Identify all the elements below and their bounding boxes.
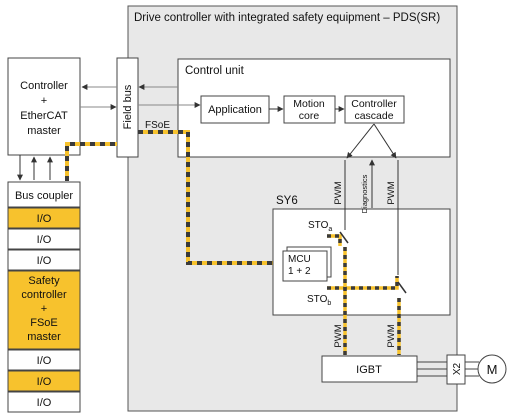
controller-line3: EtherCAT bbox=[20, 110, 68, 122]
controller-cascade-block bbox=[344, 95, 405, 124]
fieldbus-box bbox=[116, 57, 139, 158]
application-block bbox=[200, 95, 270, 124]
igbt-box bbox=[321, 355, 418, 383]
safety-line5: master bbox=[27, 331, 61, 343]
io-module-6-label: I/O bbox=[37, 397, 52, 409]
io-module-6 bbox=[7, 391, 81, 413]
controller-box bbox=[7, 57, 81, 156]
safety-line4: FSoE bbox=[30, 317, 58, 329]
motion-core-block bbox=[283, 95, 336, 124]
io-module-3-label: I/O bbox=[37, 255, 52, 267]
controller-line1: Controller bbox=[20, 80, 68, 92]
mcu-line2: 1 + 2 bbox=[288, 266, 311, 277]
motor-icon bbox=[477, 354, 507, 384]
fsoe-label: FSoE bbox=[145, 120, 170, 131]
controller-line2: + bbox=[41, 95, 47, 107]
io-module-2-label: I/O bbox=[37, 234, 52, 246]
mcu-line1: MCU bbox=[288, 254, 311, 265]
motor-wires bbox=[417, 361, 479, 377]
control-unit-title: Control unit bbox=[185, 65, 245, 77]
x2-connector bbox=[446, 354, 466, 385]
pwm-top-right: PWM bbox=[386, 181, 397, 204]
pwm-bottom-right: PWM bbox=[386, 324, 397, 347]
bus-coupler-label: Bus coupler bbox=[15, 190, 73, 202]
safety-line2: controller bbox=[21, 289, 67, 301]
io-module-1 bbox=[7, 207, 81, 229]
motor-label: M bbox=[487, 362, 498, 377]
cascade-to-pwm-right bbox=[373, 123, 397, 159]
igbt-label: IGBT bbox=[356, 364, 382, 376]
cascade-to-pwm-left bbox=[346, 123, 375, 159]
io-module-2 bbox=[7, 228, 81, 250]
sy6-title: SY6 bbox=[276, 195, 298, 207]
controller-line4: master bbox=[27, 125, 61, 137]
sto-b-label: STOb bbox=[307, 294, 331, 307]
io-module-1-label: I/O bbox=[37, 213, 52, 225]
cascade-line1: Controller bbox=[351, 98, 397, 110]
safety-controller bbox=[7, 270, 81, 350]
safety-line1: Safety bbox=[28, 275, 60, 287]
motion-core-line2: core bbox=[299, 110, 320, 122]
application-label: Application bbox=[208, 104, 262, 116]
motion-core-line1: Motion bbox=[293, 98, 325, 110]
pwm-bottom-left: PWM bbox=[333, 324, 344, 347]
io-module-5 bbox=[7, 370, 81, 392]
io-module-4-label: I/O bbox=[37, 355, 52, 367]
cascade-line2: cascade bbox=[354, 110, 393, 122]
diagnostics-label: Diagnostics bbox=[360, 174, 369, 213]
io-module-3 bbox=[7, 249, 81, 271]
mcu-box bbox=[282, 250, 328, 282]
bus-coupler bbox=[7, 181, 81, 208]
io-module-5-label: I/O bbox=[37, 376, 52, 388]
safety-line3: + bbox=[41, 303, 47, 315]
x2-label: X2 bbox=[452, 362, 463, 375]
io-module-4 bbox=[7, 349, 81, 371]
fsoe-line bbox=[65, 130, 283, 265]
pds-title: Drive controller with integrated safety … bbox=[134, 12, 440, 24]
io-stack: Bus coupler I/O I/O I/O Safety controlle… bbox=[7, 181, 81, 413]
sto-b-switch bbox=[397, 281, 407, 294]
sto-lines bbox=[327, 234, 401, 355]
pwm-top-left: PWM bbox=[333, 181, 344, 204]
sto-a-switch bbox=[339, 231, 349, 244]
fieldbus-label: Field bus bbox=[122, 84, 134, 129]
sto-a-label: STOa bbox=[308, 220, 332, 233]
